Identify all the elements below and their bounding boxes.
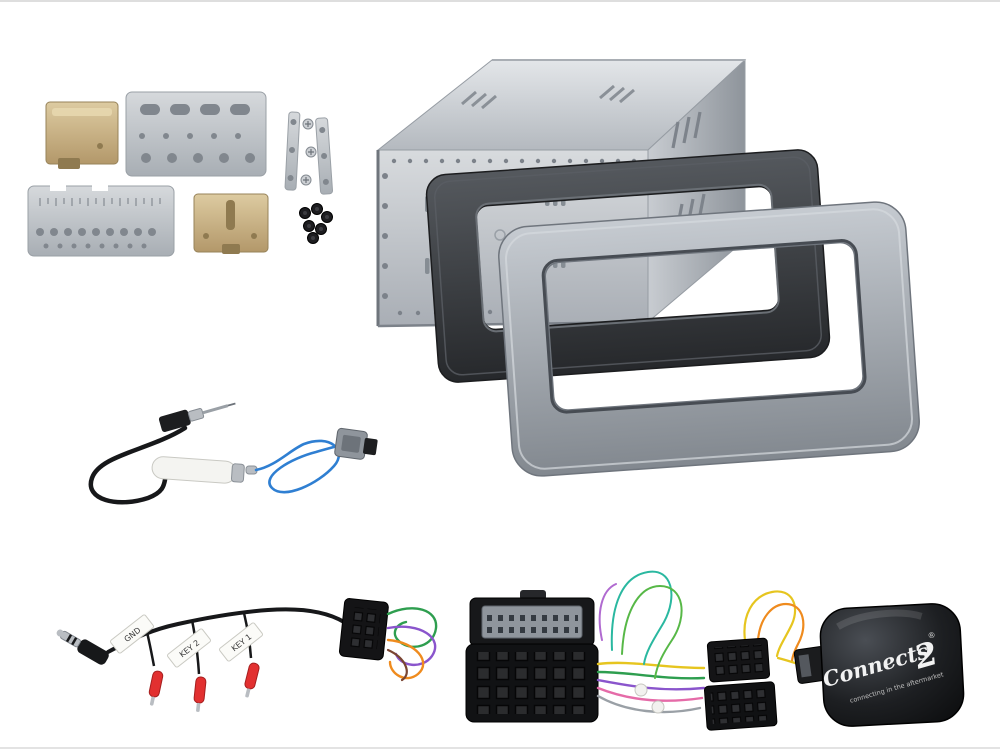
bracket-plate-steel-top [125,91,267,177]
metal-strip-right [315,117,334,195]
silver-screws [300,118,317,186]
metal-strip-left [284,111,301,191]
antenna-cable [88,425,188,505]
bullet-connector-1 [146,669,165,708]
label-flag-gnd: GND [110,614,154,654]
swc-interface: Connects 2 ® connecting in the aftermark… [793,603,965,727]
bullet-connector-2 [192,676,207,713]
remote-connector-wires [386,607,438,682]
antenna-blue-wire [254,439,346,494]
bracket-plate-steel-bottom [27,182,175,257]
label-flag-key2: KEY 2 [167,628,211,668]
label-flag-key1: KEY 1 [219,622,263,662]
black-screws [299,203,333,244]
antenna-adapter [88,402,378,505]
fascia-panel-silver [498,201,920,477]
jack-plug-3-5mm [56,629,109,665]
fascia-frame-dark [425,149,831,383]
mounting-brackets [27,91,334,257]
round-connector-1 [634,683,648,697]
swc-plug [793,646,829,684]
bracket-plate-brass-left [45,101,119,169]
cage-slot-cutouts [425,84,706,274]
inline-isolator [151,456,245,484]
registered-mark: ® [927,630,937,641]
round-connector-2 [651,700,665,714]
bullet-connector-3 [241,661,261,700]
quadlock-connector [465,590,599,723]
swc-patch-lead: GND KEY 2 KEY 1 [56,598,438,713]
swc-puck: Connects 2 ® connecting in the aftermark… [819,603,965,727]
iso-connector-blocks [703,637,778,731]
quadlock-harness [465,570,805,731]
remote-connector [338,598,389,661]
aerial-din-plug [158,402,236,432]
fakra-connector [334,427,378,460]
bracket-plate-brass-right [193,193,269,254]
